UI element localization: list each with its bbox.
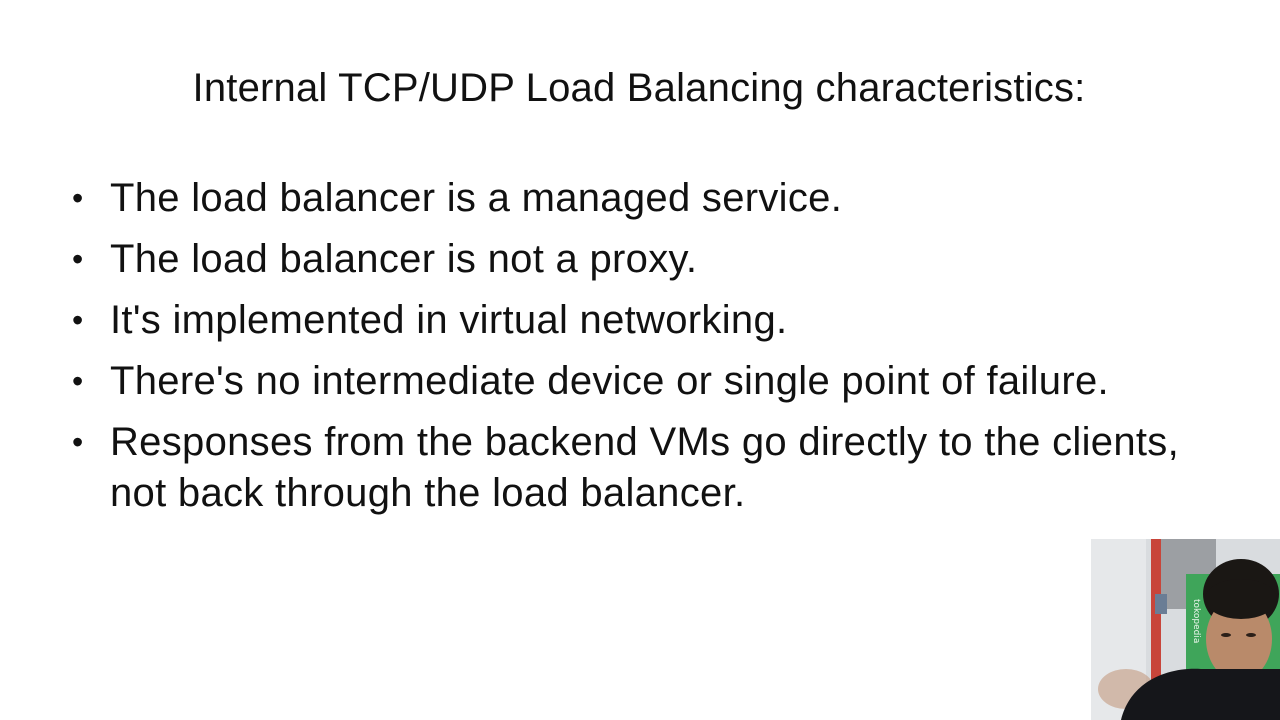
bullet-marker: • bbox=[72, 424, 84, 460]
webcam-overlay: tokopedia bbox=[1091, 539, 1280, 720]
webcam-red-panel bbox=[1151, 539, 1161, 720]
webcam-face bbox=[1206, 597, 1272, 681]
bullet-item-1: • The load balancer is a managed service… bbox=[70, 173, 1190, 224]
bullet-text: The load balancer is a managed service. bbox=[110, 176, 843, 220]
bullet-text: There's no intermediate device or single… bbox=[110, 359, 1109, 403]
bullet-item-5: • Responses from the backend VMs go dire… bbox=[70, 417, 1190, 519]
webcam-presenter-image: tokopedia bbox=[1091, 539, 1280, 720]
bullet-marker: • bbox=[72, 363, 84, 399]
bullet-text: Responses from the backend VMs go direct… bbox=[110, 420, 1180, 515]
webcam-poster-text: tokopedia bbox=[1191, 599, 1201, 643]
slide-title: Internal TCP/UDP Load Balancing characte… bbox=[192, 66, 1086, 110]
bullet-text: It's implemented in virtual networking. bbox=[110, 298, 788, 342]
bullet-item-2: • The load balancer is not a proxy. bbox=[70, 234, 1190, 285]
webcam-shirt bbox=[1121, 668, 1280, 720]
bullet-list: • The load balancer is a managed service… bbox=[70, 173, 1190, 529]
bullet-marker: • bbox=[72, 180, 84, 216]
bullet-item-3: • It's implemented in virtual networking… bbox=[70, 295, 1190, 346]
bullet-text: The load balancer is not a proxy. bbox=[110, 237, 698, 281]
bullet-marker: • bbox=[72, 302, 84, 338]
bullet-item-4: • There's no intermediate device or sing… bbox=[70, 356, 1190, 407]
bullet-marker: • bbox=[72, 241, 84, 277]
